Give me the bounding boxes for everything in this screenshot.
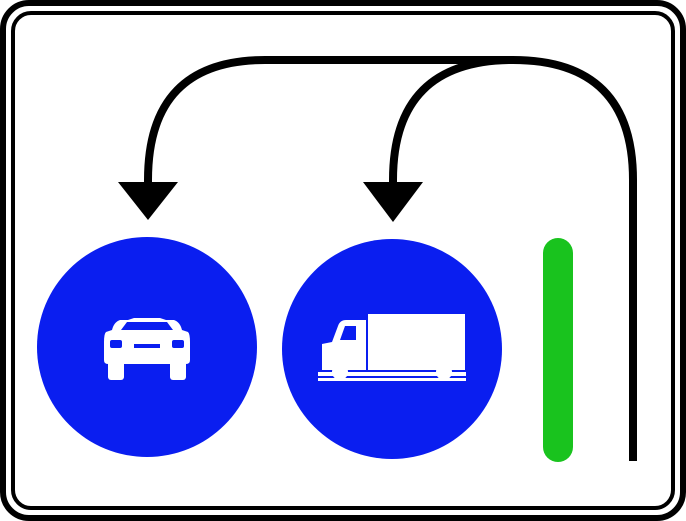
left-arrow-head-icon xyxy=(118,182,178,220)
branch-arrow-stem xyxy=(389,56,514,188)
sign-inner-border xyxy=(11,11,675,510)
car-icon xyxy=(104,318,190,380)
arrows-group xyxy=(144,56,637,461)
truck-icon xyxy=(318,314,466,381)
center-arrow-head-icon xyxy=(363,182,423,222)
main-arrow-stem xyxy=(144,56,637,461)
green-lane-divider xyxy=(543,238,573,462)
